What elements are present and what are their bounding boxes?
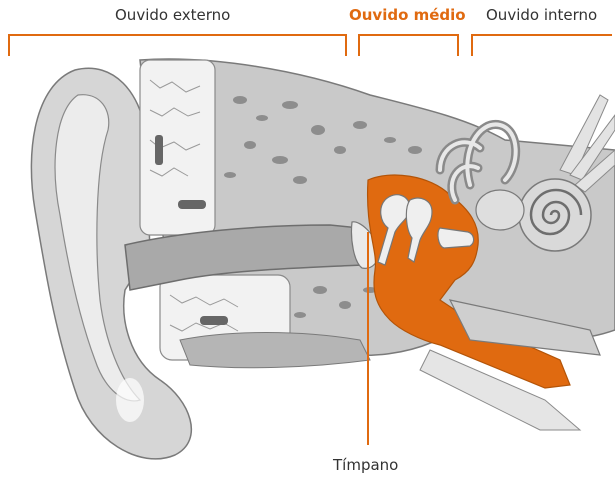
bracket-inner-ear (472, 35, 612, 56)
section-brackets (9, 35, 612, 56)
bracket-outer-ear (9, 35, 346, 56)
gland-upper-bar (178, 200, 206, 209)
earlobe-highlight (116, 378, 144, 422)
bracket-middle-ear (359, 35, 458, 56)
vestibule (476, 190, 524, 230)
ear-canal-floor (180, 333, 370, 368)
label-middle-ear: Ouvido médio (349, 6, 466, 24)
gland-lower-bar (200, 316, 228, 325)
gland-upper-slot (155, 135, 163, 165)
label-outer-ear: Ouvido externo (115, 6, 230, 24)
label-inner-ear: Ouvido interno (486, 6, 597, 24)
label-eardrum: Tímpano (333, 456, 398, 474)
